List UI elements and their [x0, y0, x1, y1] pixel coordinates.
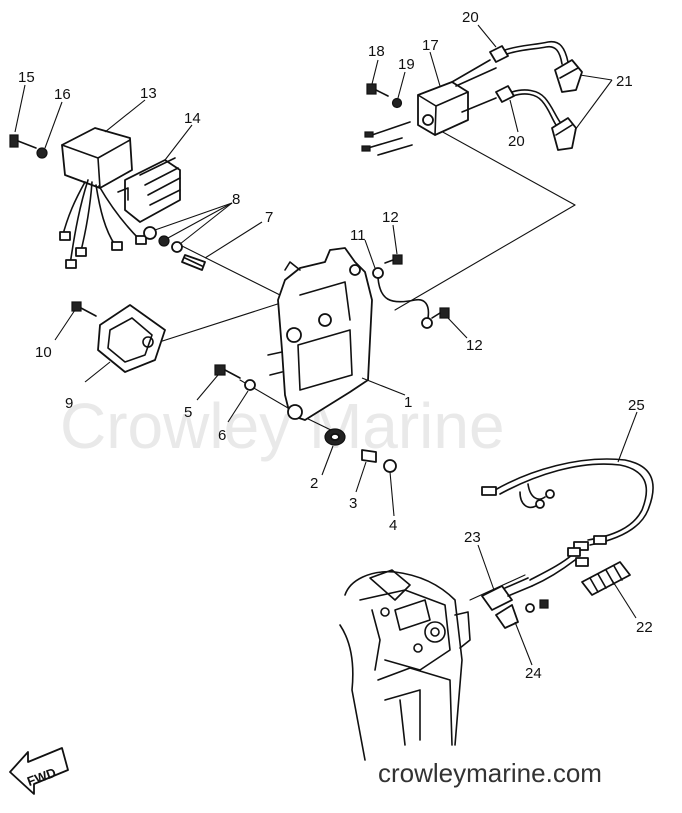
- grommet-part-2: [324, 428, 346, 446]
- collar-part-3: [361, 449, 377, 463]
- callout-9: 9: [65, 395, 73, 412]
- callout-24: 24: [525, 665, 542, 682]
- callouts: 1 2 3 4 5 6 7 8 9 10 11 12 12 13 14 15 1…: [18, 9, 653, 682]
- callout-14: 14: [184, 110, 201, 127]
- sleeve-part-22: [581, 561, 631, 596]
- screw-part-12-upper: [384, 254, 403, 265]
- wire-harness-part-25: [481, 458, 654, 551]
- callout-12-lower: 12: [466, 337, 483, 354]
- spark-plug-cap-part-21: [551, 59, 583, 151]
- ground-lead-part-11: [372, 267, 433, 329]
- callout-3: 3: [349, 495, 357, 512]
- callout-17: 17: [422, 37, 439, 54]
- bolt-part-18: [366, 83, 389, 97]
- cdi-unit-part-13: [59, 127, 147, 269]
- bracket-part-1: [267, 247, 373, 421]
- callout-13: 13: [140, 85, 157, 102]
- bracket-part-24: [495, 599, 549, 629]
- callout-11: 11: [350, 227, 366, 244]
- plug-cap-part-20-lower: [495, 85, 561, 126]
- website-label: crowleymarine.com: [378, 758, 602, 788]
- callout-21: 21: [616, 73, 633, 90]
- bolt-part-7: [181, 254, 206, 271]
- leader-lines: [14, 24, 638, 666]
- bolt-part-15: [9, 134, 37, 149]
- callout-15: 15: [18, 69, 35, 86]
- callout-16: 16: [54, 86, 71, 103]
- fwd-arrow-icon: FWD: [9, 747, 69, 795]
- ignition-coil-part-17: [361, 59, 497, 156]
- callout-19: 19: [398, 56, 415, 73]
- plug-cap-part-20-upper: [489, 40, 569, 65]
- sensor-part-23: [481, 547, 589, 611]
- washer-part-19: [391, 97, 403, 109]
- engine-block: [339, 569, 471, 761]
- callout-23: 23: [464, 529, 481, 546]
- callout-20-upper: 20: [462, 9, 479, 26]
- callout-6: 6: [218, 427, 226, 444]
- callout-20-lower: 20: [508, 133, 525, 150]
- callout-4: 4: [389, 517, 397, 534]
- callout-25: 25: [628, 397, 645, 414]
- callout-1: 1: [404, 394, 412, 411]
- washer-part-6: [244, 379, 256, 391]
- callout-7: 7: [265, 209, 273, 226]
- callout-2: 2: [310, 475, 318, 492]
- callout-22: 22: [636, 619, 653, 636]
- screw-part-10: [71, 301, 97, 317]
- bolt-part-5: [214, 364, 241, 379]
- callout-10: 10: [35, 344, 52, 361]
- callout-12-upper: 12: [382, 209, 399, 226]
- washer-part-16: [36, 147, 48, 159]
- nut-part-4: [383, 459, 397, 473]
- callout-8: 8: [232, 191, 240, 208]
- plate-part-9: [97, 304, 166, 373]
- callout-18: 18: [368, 43, 385, 60]
- callout-5: 5: [184, 404, 192, 421]
- watermark: Crowley Marine: [60, 390, 505, 462]
- collar-part-8: [143, 226, 183, 253]
- screw-part-12-lower: [431, 307, 450, 319]
